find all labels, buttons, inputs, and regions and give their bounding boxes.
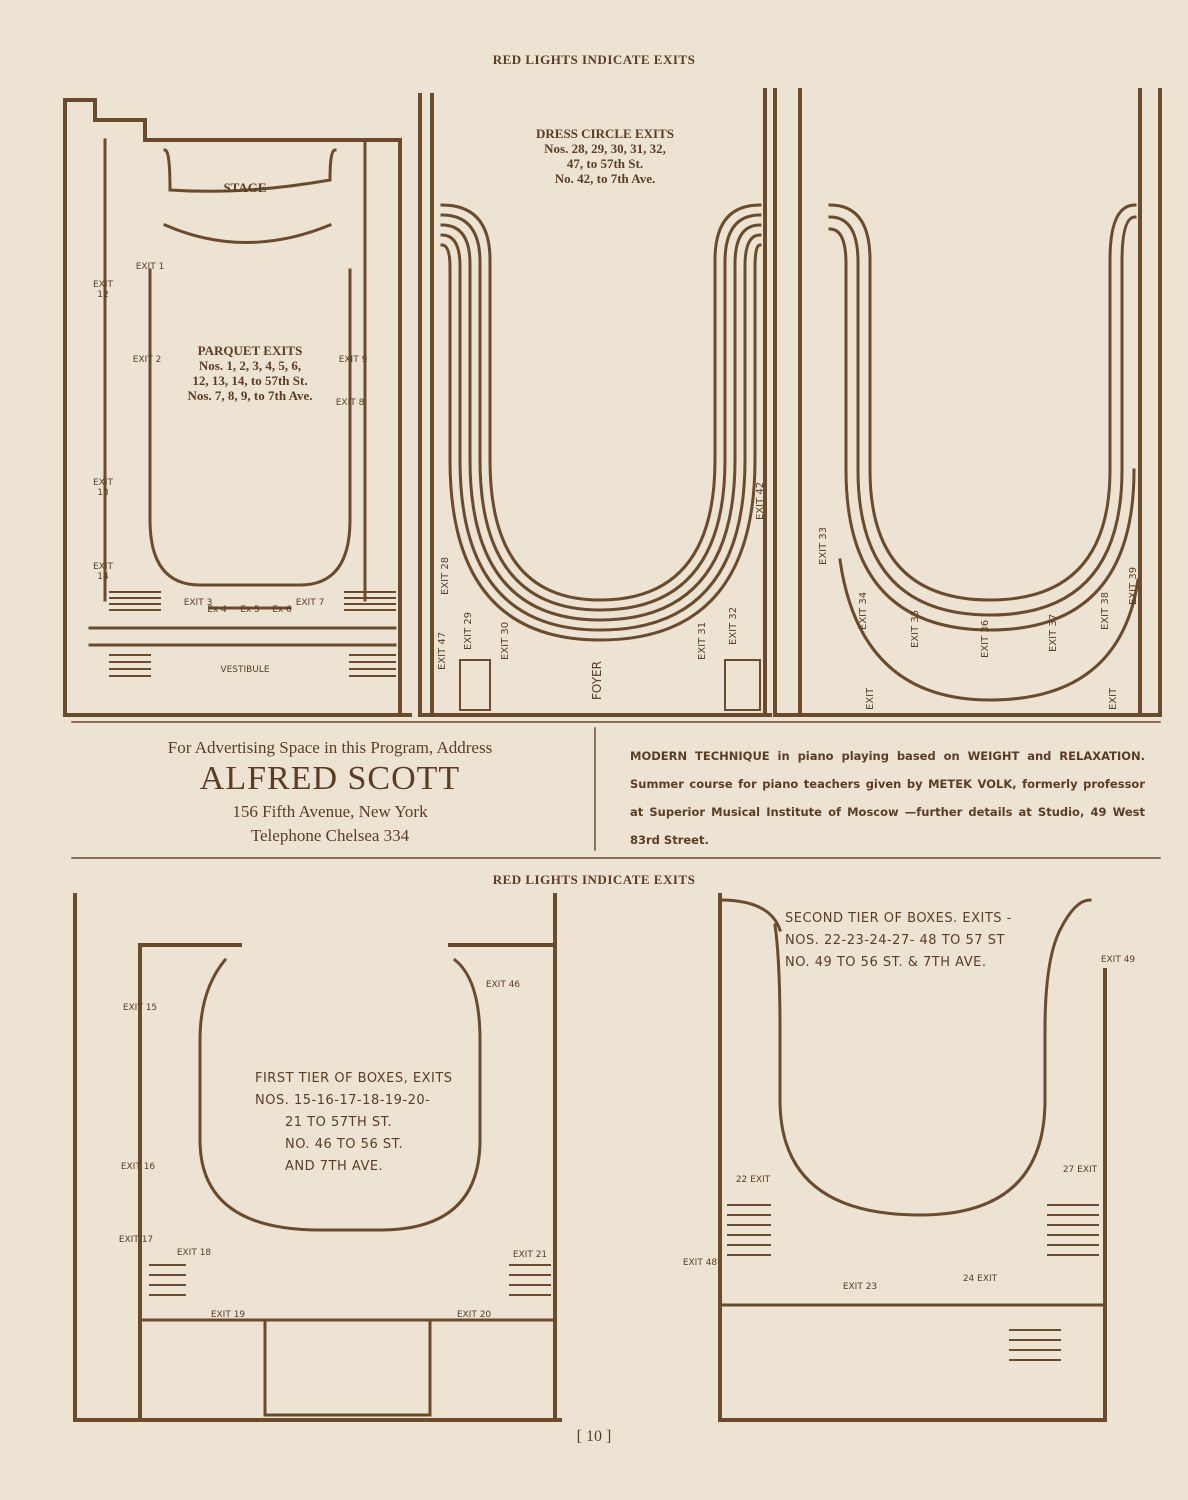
first-tier-line1: FIRST TIER OF BOXES, EXITS (255, 1071, 453, 1086)
exit-47-label: EXIT 47 (437, 631, 448, 670)
foyer-label: FOYER (590, 661, 604, 700)
exit-36-label: EXIT 36 (980, 619, 991, 658)
exit-4-label: Ex 4 (207, 605, 227, 615)
advert-line1: For Advertising Space in this Program, A… (167, 738, 493, 757)
exit-20-label: EXIT 20 (456, 1310, 492, 1320)
exit-5-label: Ex 5 (240, 605, 260, 615)
dress-circle-rows (440, 203, 762, 642)
exit-bottom-right-label: EXIT (1108, 687, 1119, 710)
exit-28-label: EXIT 28 (440, 556, 451, 595)
advert-name: ALFRED SCOTT (199, 760, 461, 797)
parquet-outline (63, 98, 402, 717)
parquet-line2: 12, 13, 14, to 57th St. (192, 373, 308, 388)
exit-13-label: EXIT 13 (92, 478, 113, 498)
exit-23-label: EXIT 23 (842, 1282, 878, 1292)
first-tier-block: FIRST TIER OF BOXES, EXITS NOS. 15-16-17… (255, 1068, 475, 1178)
exit-3-label: EXIT 3 (183, 598, 213, 608)
exit-17-label: EXIT 17 (118, 1235, 154, 1245)
exit-15-label: EXIT 15 (122, 1003, 158, 1013)
exit-29-label: EXIT 29 (463, 611, 474, 650)
dress-circle-line1: Nos. 28, 29, 30, 31, 32, (544, 141, 666, 156)
exit-49-label: EXIT 49 (1100, 955, 1136, 965)
parquet-exits-block: PARQUET EXITS Nos. 1, 2, 3, 4, 5, 6, 12,… (155, 343, 345, 403)
piano-notice: MODERN TECHNIQUE in piano playing based … (630, 749, 1145, 847)
exit-27-label: 27 EXIT (1062, 1165, 1098, 1175)
exit-48-label: EXIT 48 (682, 1258, 718, 1268)
exit-16-label: EXIT 16 (120, 1162, 156, 1172)
exit-46-label: EXIT 46 (485, 980, 521, 990)
first-tier-line5: AND 7TH AVE. (285, 1159, 384, 1174)
vestibule-label: VESTIBULE (220, 665, 270, 675)
second-tier-horseshoe (773, 923, 1063, 1217)
exit-19-label: EXIT 19 (210, 1310, 246, 1320)
dress-circle-block: DRESS CIRCLE EXITS Nos. 28, 29, 30, 31, … (490, 126, 720, 186)
exit-22-label: 22 EXIT (735, 1175, 771, 1185)
parquet-line1: Nos. 1, 2, 3, 4, 5, 6, (198, 358, 302, 373)
exit-9-label: EXIT 9 (338, 355, 368, 365)
second-tier-line3: NO. 49 TO 56 ST. & 7TH AVE. (785, 955, 987, 970)
advert-address: 156 Fifth Avenue, New York (232, 802, 428, 821)
exit-24-label: 24 EXIT (962, 1274, 998, 1284)
exit-30-label: EXIT 30 (500, 621, 511, 660)
second-tier-line2: NOS. 22-23-24-27- 48 TO 57 ST (785, 933, 1005, 948)
balcony-rows (828, 203, 1140, 702)
exit-1-label: EXIT 1 (135, 262, 165, 272)
exit-42-label: EXIT 42 (755, 481, 766, 520)
middle-header: RED LIGHTS INDICATE EXITS (492, 872, 696, 887)
dress-circle-title: DRESS CIRCLE EXITS (536, 126, 674, 141)
exit-6-label: Ex 6 (272, 605, 292, 615)
exit-37-label: EXIT 37 (1048, 613, 1059, 652)
dress-circle-line3: No. 42, to 7th Ave. (554, 171, 656, 186)
parquet-horseshoe (148, 268, 352, 587)
parquet-line3: Nos. 7, 8, 9, to 7th Ave. (187, 388, 313, 403)
exit-38-label: EXIT 38 (1100, 591, 1111, 630)
first-tier-line3: 21 TO 57TH ST. (285, 1115, 393, 1130)
parquet-title: PARQUET EXITS (197, 343, 303, 358)
exit-39-label: EXIT 39 (1128, 566, 1139, 605)
exit-14-label: EXIT 14 (92, 562, 113, 582)
advert-phone: Telephone Chelsea 334 (250, 826, 410, 845)
exit-bottom-left-label: EXIT (865, 687, 876, 710)
dress-circle-line2: 47, to 57th St. (566, 156, 644, 171)
exit-7-label: EXIT 7 (295, 598, 325, 608)
exit-35-label: EXIT 35 (910, 609, 921, 648)
exit-32-label: EXIT 32 (728, 606, 739, 645)
advertising-block: For Advertising Space in this Program, A… (80, 738, 580, 846)
first-tier-line4: NO. 46 TO 56 ST. (285, 1137, 404, 1152)
exit-2-label: EXIT 2 (132, 355, 162, 365)
page-number: [ 10 ] (576, 1428, 612, 1445)
exit-34-label: EXIT 34 (858, 591, 869, 630)
exit-33-label: EXIT 33 (818, 526, 829, 565)
second-tier-block: SECOND TIER OF BOXES. EXITS - NOS. 22-23… (785, 908, 1085, 974)
exit-12-label: EXIT 12 (92, 280, 113, 300)
exit-21-label: EXIT 21 (512, 1250, 548, 1260)
stage-label: STAGE (223, 180, 267, 195)
exit-18-label: EXIT 18 (176, 1248, 212, 1258)
first-tier-line2: NOS. 15-16-17-18-19-20- (255, 1093, 431, 1108)
second-tier-line1: SECOND TIER OF BOXES. EXITS - (785, 911, 1012, 926)
top-header: RED LIGHTS INDICATE EXITS (492, 52, 696, 67)
first-tier-horseshoe (198, 957, 482, 1232)
exit-31-label: EXIT 31 (697, 621, 708, 660)
exit-8-label: EXIT 8 (335, 398, 365, 408)
